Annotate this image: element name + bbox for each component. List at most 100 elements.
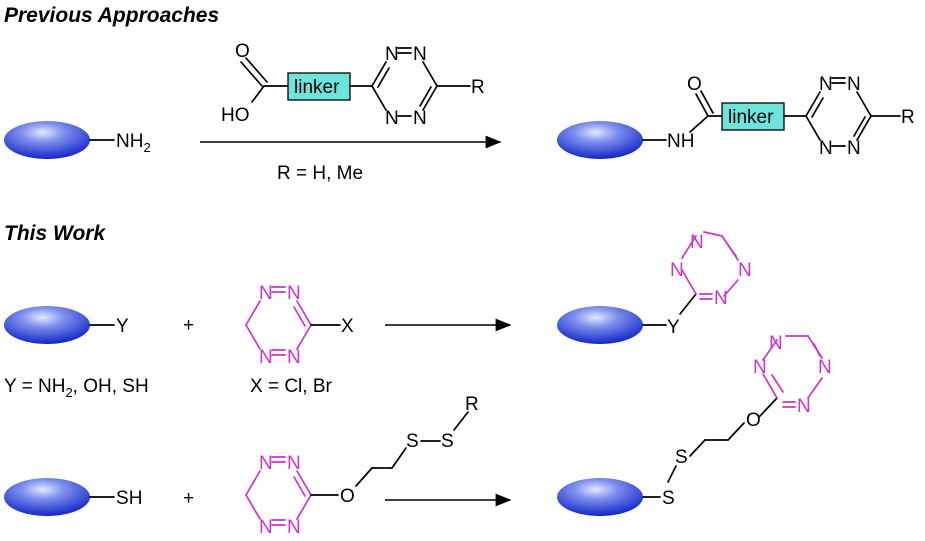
ring-bond-inner: [293, 476, 306, 497]
ring-bond: [371, 85, 387, 111]
y-group-label: Y: [116, 316, 129, 337]
linker-box: [721, 102, 785, 131]
ring-nitrogen: N: [797, 396, 811, 417]
ring-bond: [245, 300, 261, 326]
ring-bond-inner: [293, 306, 306, 327]
x-group-label: X: [341, 316, 354, 337]
sulfur-2: S: [441, 431, 454, 452]
disulfide-tetrazine-product: S S O N N N N: [557, 333, 832, 516]
ring-bond: [371, 61, 387, 87]
ring-nitrogen: N: [259, 517, 273, 538]
ring-nitrogen: N: [287, 453, 301, 474]
chain-bond: [689, 439, 706, 457]
sulfur-1: S: [662, 488, 675, 509]
tetrazine-conjugate-product: Y N N N N: [557, 231, 752, 344]
ring-bond-inner: [771, 374, 784, 393]
protein-sphere-reactant-3: [4, 478, 90, 516]
ring-nitrogen: N: [670, 260, 684, 281]
ring-bond-inner: [377, 67, 390, 88]
r-group-label: R: [471, 77, 485, 98]
ring-bond: [422, 61, 438, 87]
alkoxytetrazine-disulfide-reagent: N N N N O S S R: [245, 394, 479, 538]
y-tetrazine-bond: [679, 293, 697, 315]
ring-bond: [762, 339, 778, 361]
ring-bond-inner: [853, 116, 866, 137]
ring-bond: [805, 115, 821, 141]
protein-sphere-reactant-1: [4, 121, 90, 159]
x-definition-label: X = Cl, Br: [250, 376, 332, 397]
ring-nitrogen: N: [287, 517, 301, 538]
sulfur-2: S: [675, 447, 688, 468]
ring-nitrogen: N: [753, 357, 767, 378]
disulfide-bond: [667, 465, 677, 483]
sulfur-1: S: [406, 431, 419, 452]
y-group-label: Y: [667, 317, 680, 338]
chain-bond: [727, 422, 745, 441]
thiol-label: SH: [116, 488, 142, 509]
ring-bond: [762, 373, 778, 399]
nh-carbonyl-bond: [689, 115, 709, 133]
amide-linker-tetrazine-product: NH O linker N N N N R: [557, 74, 915, 159]
halotetrazine-reagent: N N N N X: [245, 283, 354, 368]
amide-nh-label: NH: [667, 131, 694, 152]
ring-bond: [681, 235, 697, 259]
this-work-heading: This Work: [4, 222, 106, 245]
linker-box: [287, 72, 351, 101]
protein-sphere-reactant-2: [4, 306, 90, 344]
ring-bond-inner: [419, 86, 432, 107]
carbonyl-bond-a: [695, 93, 709, 117]
r-group-label: R: [901, 107, 915, 128]
ring-nitrogen: N: [259, 347, 273, 368]
ring-bond: [723, 279, 739, 297]
ring-nn-bond: [703, 231, 723, 237]
ring-nitrogen: N: [769, 333, 783, 354]
ring-bond: [245, 324, 261, 350]
ring-nitrogen: N: [259, 453, 273, 474]
ring-nitrogen: N: [690, 232, 704, 253]
plus-sign-2: +: [183, 488, 194, 509]
ring-bond: [805, 91, 821, 117]
ring-bond: [296, 494, 312, 520]
s-r-bond: [453, 411, 469, 431]
ring-nitrogen: N: [847, 74, 861, 95]
ring-bond: [856, 91, 872, 117]
carbonyl-bond-a: [240, 61, 263, 87]
ring-bond-inner: [811, 97, 824, 118]
ring-bond: [296, 300, 312, 326]
previous-approaches-heading: Previous Approaches: [4, 4, 219, 27]
ring-bond: [296, 324, 312, 350]
ring-nitrogen: N: [818, 357, 832, 378]
o-tetrazine-bond: [759, 397, 778, 417]
ring-nitrogen: N: [819, 74, 833, 95]
carbonyl-bond-b: [245, 57, 268, 83]
ring-bond: [681, 269, 697, 295]
y-definition-label: Y = NH2, OH, SH: [4, 376, 149, 400]
linker-label: linker: [294, 77, 340, 98]
ring-nitrogen: N: [847, 138, 861, 159]
ring-bond: [856, 115, 872, 141]
ring-bond: [245, 494, 261, 520]
ring-nitrogen: N: [714, 288, 728, 309]
ring-nitrogen: N: [819, 138, 833, 159]
r-group-label: R: [465, 394, 479, 415]
chain-bond: [355, 467, 373, 487]
carbonyl-oxygen: O: [235, 41, 250, 62]
carbonyl-bond-b: [700, 90, 714, 114]
amide-oxygen: O: [687, 74, 702, 95]
ring-nitrogen: N: [413, 108, 427, 129]
ring-nitrogen: N: [287, 283, 301, 304]
plus-sign-1: +: [183, 315, 194, 336]
protein-sphere-product-2: [557, 306, 643, 344]
protein-sphere-product-1: [557, 121, 643, 159]
protein-sphere-product-3: [557, 478, 643, 516]
ring-nitrogen: N: [259, 283, 273, 304]
acid-linker-tetrazine-reagent: O HO linker N N N N R: [221, 41, 485, 129]
hydroxyl-label: HO: [221, 105, 250, 126]
ring-nitrogen: N: [738, 260, 752, 281]
r-condition-label: R = H, Me: [277, 163, 363, 184]
ring-bond: [422, 85, 438, 111]
ring-bond-inner: [725, 241, 737, 257]
ring-nitrogen: N: [385, 108, 399, 129]
ether-oxygen: O: [340, 486, 355, 507]
